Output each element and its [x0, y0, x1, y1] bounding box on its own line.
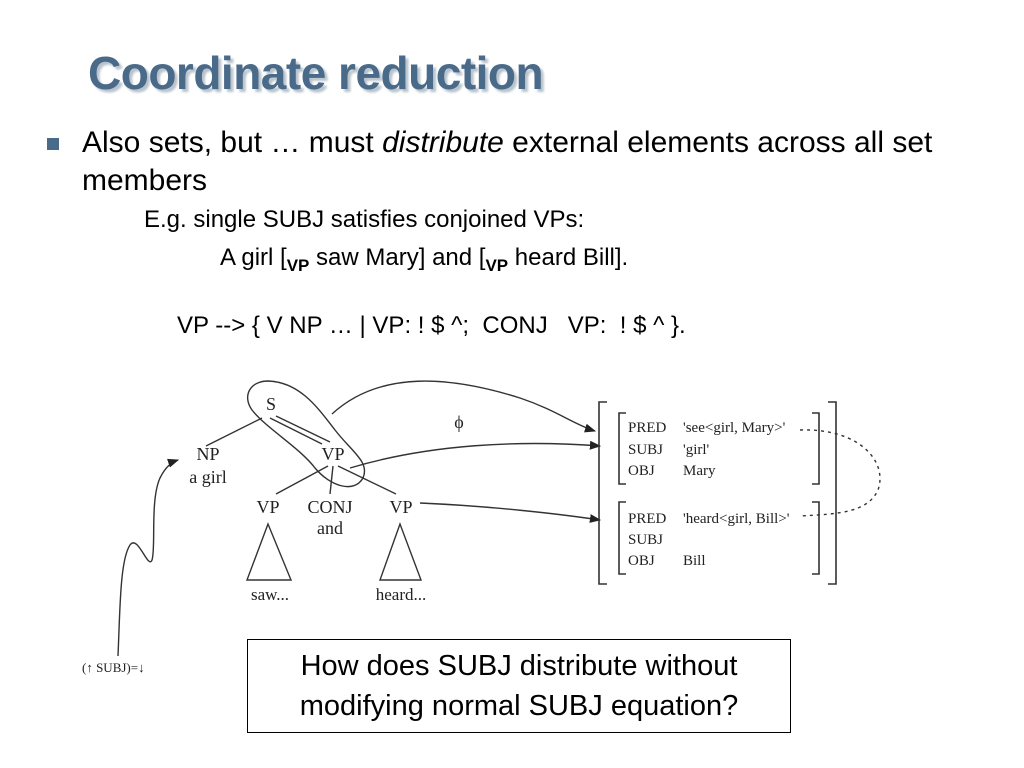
bullet-italic-word: distribute	[382, 126, 504, 159]
edge-vp-vpright	[337, 465, 397, 495]
outer-left-bracket	[598, 401, 607, 585]
slide-title: Coordinate reduction	[88, 47, 544, 99]
sentence-sub-vp2: VP	[485, 256, 509, 275]
phi-arrow	[331, 380, 597, 433]
f1-val-subj: 'girl'	[683, 442, 710, 458]
sentence-part-b: saw Mary] and [	[309, 244, 486, 271]
node-vp-top: VP	[321, 444, 344, 464]
edge-s-np	[205, 417, 263, 447]
vp-arrow	[349, 440, 602, 469]
bullet-text-part2: external elements across all set members	[82, 126, 933, 197]
edge-vp-vpleft	[275, 465, 329, 495]
vpright-arrow	[419, 502, 602, 523]
edge-s-vp-a	[269, 417, 323, 445]
node-vp-left: VP	[256, 497, 279, 517]
sentence-sub-vp1: VP	[286, 256, 310, 275]
node-s: S	[266, 394, 276, 414]
f2-right-bracket	[812, 501, 820, 575]
f1-val-pred: 'see<girl, Mary>'	[683, 420, 786, 436]
grammar-rule: VP --> { V NP … | VP: ! $ ^; CONJ VP: ! …	[177, 312, 686, 339]
triangle-left	[245, 522, 293, 581]
f2-left-bracket	[618, 501, 626, 575]
f1-attr-obj: OBJ	[628, 463, 655, 479]
node-np-word: a girl	[189, 467, 227, 487]
f1-attr-subj: SUBJ	[628, 442, 663, 458]
node-vp-right: VP	[389, 497, 412, 517]
node-conj-word: and	[317, 518, 343, 538]
question-box: How does SUBJ distribute without modifyi…	[247, 639, 791, 733]
example-sentence: A girl [VP saw Mary] and [VP heard Bill]…	[220, 244, 628, 276]
f1-attr-pred: PRED	[628, 420, 667, 436]
edge-s-vp-b	[275, 415, 331, 443]
f1-val-obj: Mary	[683, 463, 716, 479]
bullet-square-icon	[47, 138, 59, 150]
example-line: E.g. single SUBJ satisfies conjoined VPs…	[144, 206, 585, 233]
annotation-wavy-arrow	[117, 458, 180, 657]
triangle-right-label: heard...	[376, 585, 427, 604]
question-line-1: How does SUBJ distribute without	[300, 650, 738, 682]
node-conj: CONJ	[307, 497, 352, 517]
f2-attr-obj: OBJ	[628, 553, 655, 569]
sentence-part-a: A girl [	[220, 244, 287, 271]
subj-annotation: (↑ SUBJ)=↓	[82, 660, 145, 675]
f1-left-bracket	[618, 412, 626, 485]
f2-val-pred: 'heard<girl, Bill>'	[683, 511, 790, 527]
f2-val-obj: Bill	[683, 553, 706, 569]
main-bullet: Also sets, but … must distribute externa…	[82, 124, 982, 200]
sentence-part-c: heard Bill].	[508, 244, 629, 271]
question-line-2: modifying normal SUBJ equation?	[299, 690, 739, 722]
edge-vp-conj	[329, 465, 334, 495]
f1-right-bracket	[812, 412, 820, 485]
outer-right-bracket	[828, 401, 837, 585]
f2-attr-pred: PRED	[628, 511, 667, 527]
triangle-left-label: saw...	[251, 585, 289, 604]
phi-label: ϕ	[454, 412, 463, 432]
f2-attr-subj: SUBJ	[628, 532, 663, 548]
bullet-text-part1: Also sets, but … must	[82, 126, 383, 159]
triangle-right	[379, 521, 423, 581]
s-vp-ellipse	[247, 380, 366, 488]
shared-subj-dotted-link	[799, 429, 881, 517]
node-np: NP	[196, 444, 219, 464]
